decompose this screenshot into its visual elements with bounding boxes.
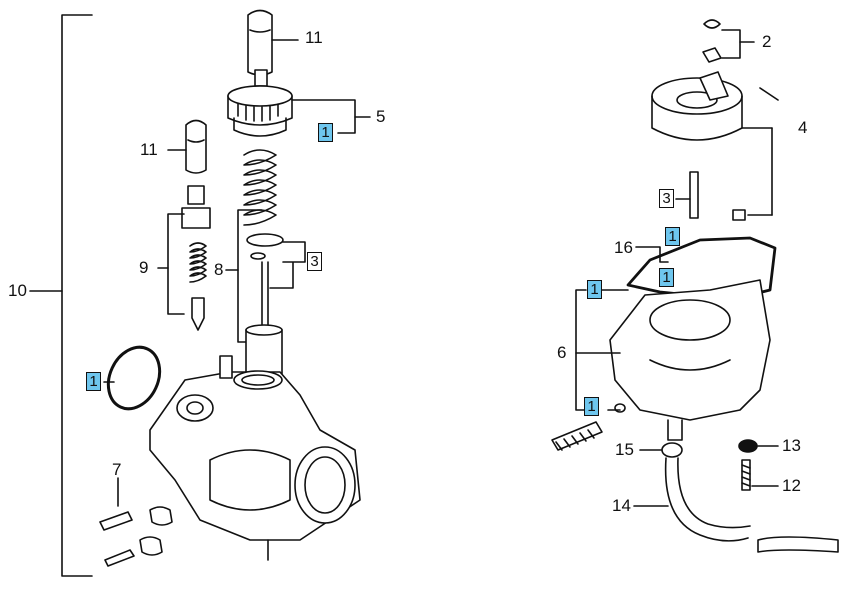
part-12-screw <box>741 459 779 491</box>
o-ring-left <box>103 345 162 411</box>
part-7-screws <box>99 477 173 567</box>
callout-1-cap: 1 <box>318 123 333 142</box>
label-2: 2 <box>762 32 772 51</box>
label-9: 9 <box>139 258 149 277</box>
callout-1-oring: 1 <box>86 372 101 391</box>
part-13-nut <box>738 439 779 453</box>
label-14: 14 <box>612 496 631 515</box>
part-11-second-cap <box>167 119 207 174</box>
label-11-second: 11 <box>140 140 158 159</box>
label-8: 8 <box>214 260 224 279</box>
part-5-top-cap <box>227 69 371 137</box>
part-15-clip <box>639 442 683 458</box>
carburetor-body-right <box>575 279 771 441</box>
float-pin-screw <box>732 209 746 221</box>
needle-clip <box>246 233 306 331</box>
label-11-top: 11 <box>305 28 323 47</box>
part-11-top-cap <box>247 9 299 76</box>
callout-1-float-gasket: 1 <box>659 268 674 287</box>
carburetor-body-left <box>149 355 361 561</box>
callout-1-jet: 1 <box>587 280 602 299</box>
label-5: 5 <box>376 107 386 126</box>
label-16: 16 <box>614 238 633 257</box>
callout-1-gasket-top: 1 <box>665 227 680 246</box>
label-6: 6 <box>557 343 567 362</box>
bracket-left-lower <box>575 289 621 411</box>
label-7: 7 <box>112 460 122 479</box>
label-15: 15 <box>615 440 634 459</box>
label-4: 4 <box>798 118 808 137</box>
drain-jet <box>551 403 626 451</box>
callout-3-float-valve: 3 <box>659 189 674 208</box>
part-4-float <box>651 71 779 216</box>
label-12: 12 <box>782 476 801 495</box>
callout-3-needle: 3 <box>307 252 322 271</box>
label-10: 10 <box>8 281 27 300</box>
callout-1-drain-screw: 1 <box>584 397 599 416</box>
part-9-group <box>157 185 211 331</box>
float-valve <box>675 171 699 219</box>
label-13: 13 <box>782 436 801 455</box>
bracket-10 <box>29 14 93 577</box>
part-2-group <box>702 19 755 63</box>
spring-throttle <box>243 149 277 226</box>
leader-16 <box>635 246 669 263</box>
bracket-8 <box>225 209 263 343</box>
part-14-hose <box>633 457 839 553</box>
